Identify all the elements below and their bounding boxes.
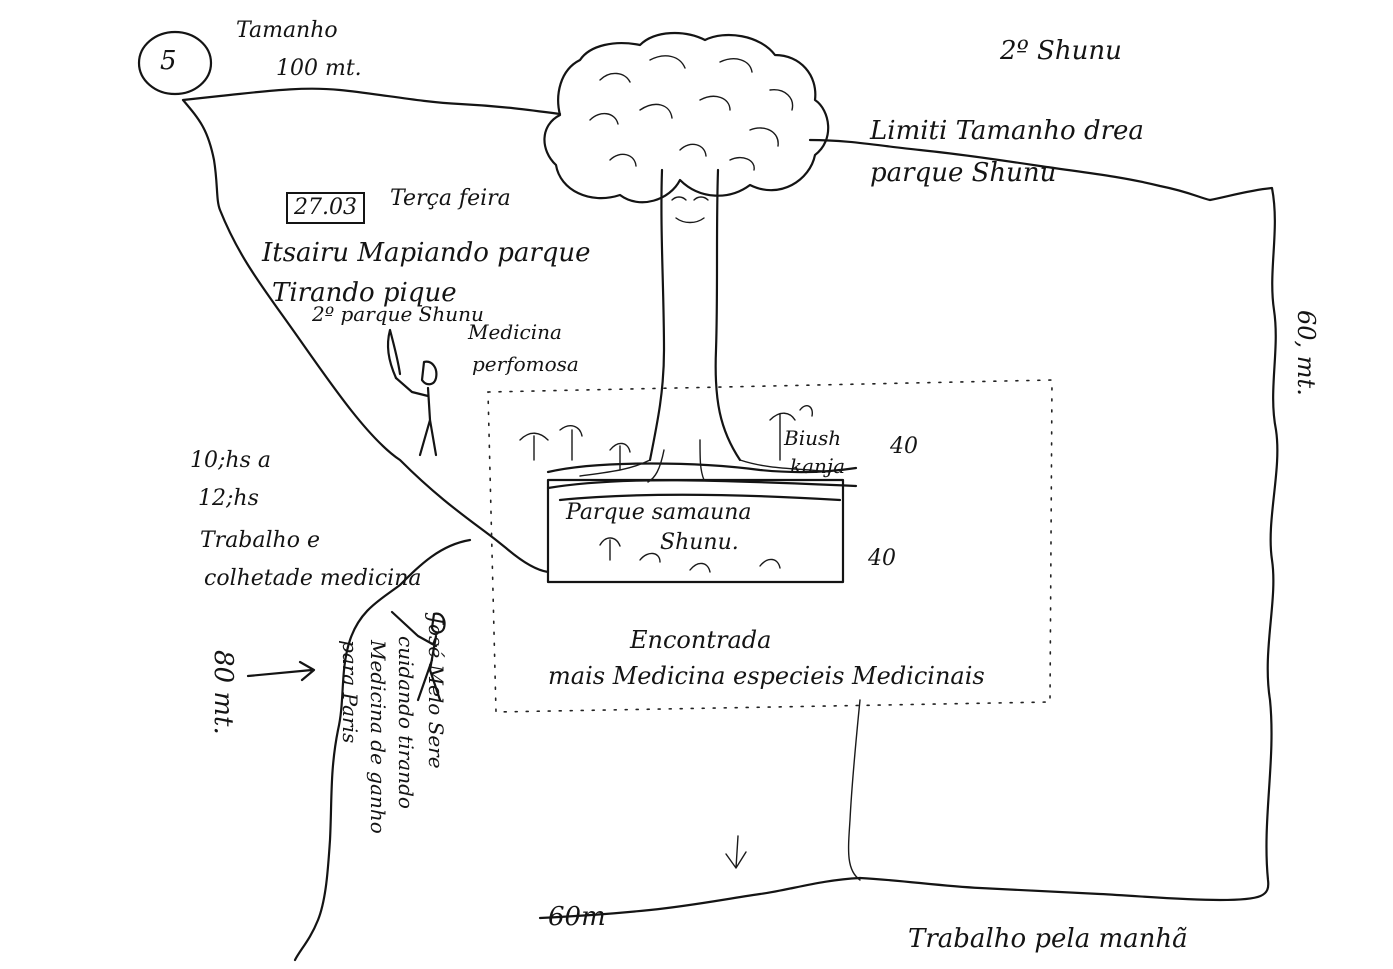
journal-line1: Itsairu Mapiando parque [262, 238, 591, 268]
journal-line4: Medicina [468, 320, 562, 344]
tree-crown-detail [589, 55, 794, 171]
vertical-note-line3: Medicina de ganho [366, 640, 390, 834]
journal-line2: Tirando pique [272, 278, 457, 308]
park-boundary [181, 87, 1279, 902]
limit-label-line2: parque Shunu [870, 158, 1057, 188]
vertical-note-line2: cuidando tirando [394, 636, 418, 809]
schedule-line4: colhetade medicina [204, 566, 422, 591]
schedule-line3: Trabalho e [200, 528, 320, 553]
plant-label-line2: kanja [790, 454, 846, 478]
park-title: 2º Shunu [1000, 36, 1122, 66]
left-side-measure: 80 mt. [208, 650, 238, 735]
size-value: 100 mt. [276, 56, 362, 81]
tree-trunk [648, 168, 742, 462]
map-number: 5 [160, 46, 177, 76]
plot-name-line2: Shunu. [660, 530, 739, 555]
tree-face [671, 196, 709, 224]
tree-crown [543, 31, 830, 204]
bottom-note: Trabalho pela manhã [908, 924, 1188, 954]
plants [519, 405, 814, 573]
plant-label-line1: Biush [784, 426, 842, 450]
journal-line5: perfomosa [472, 352, 579, 376]
found-line2: mais Medicina especieis Medicinais [548, 662, 985, 690]
machete-icon [386, 328, 402, 380]
vertical-note-line1: José Melo Sere [424, 616, 448, 769]
right-side-measure: 60, mt. [1292, 310, 1320, 396]
plot-side-a: 40 [890, 434, 918, 459]
schedule-line1: 10;hs a [190, 448, 271, 473]
journal-line3: 2º parque Shunu [312, 302, 484, 326]
map-number-circle [137, 30, 213, 96]
plot-name-line1: Parque samauna [566, 500, 752, 525]
journal-weekday: Terça feira [390, 186, 511, 211]
person-figure-upper [394, 360, 438, 457]
grass-mark [725, 835, 747, 869]
bottom-measure: 60m [548, 902, 606, 932]
tree-roots [579, 439, 831, 483]
found-line1: Encontrada [630, 626, 772, 654]
journal-date: 27.03 [286, 192, 365, 224]
schedule-line2: 12;hs [198, 486, 259, 511]
size-label: Tamanho [236, 18, 338, 43]
vertical-note-line4: para Paris [338, 640, 362, 744]
inner-divider [847, 699, 861, 881]
plot-side-b: 40 [868, 546, 896, 571]
arrow-icon [246, 660, 316, 682]
limit-label-line1: Limiti Tamanho drea [870, 116, 1144, 146]
person-figure-lower [390, 610, 446, 702]
lower-left-area [293, 538, 862, 962]
plot-dotted-border [487, 379, 1053, 713]
